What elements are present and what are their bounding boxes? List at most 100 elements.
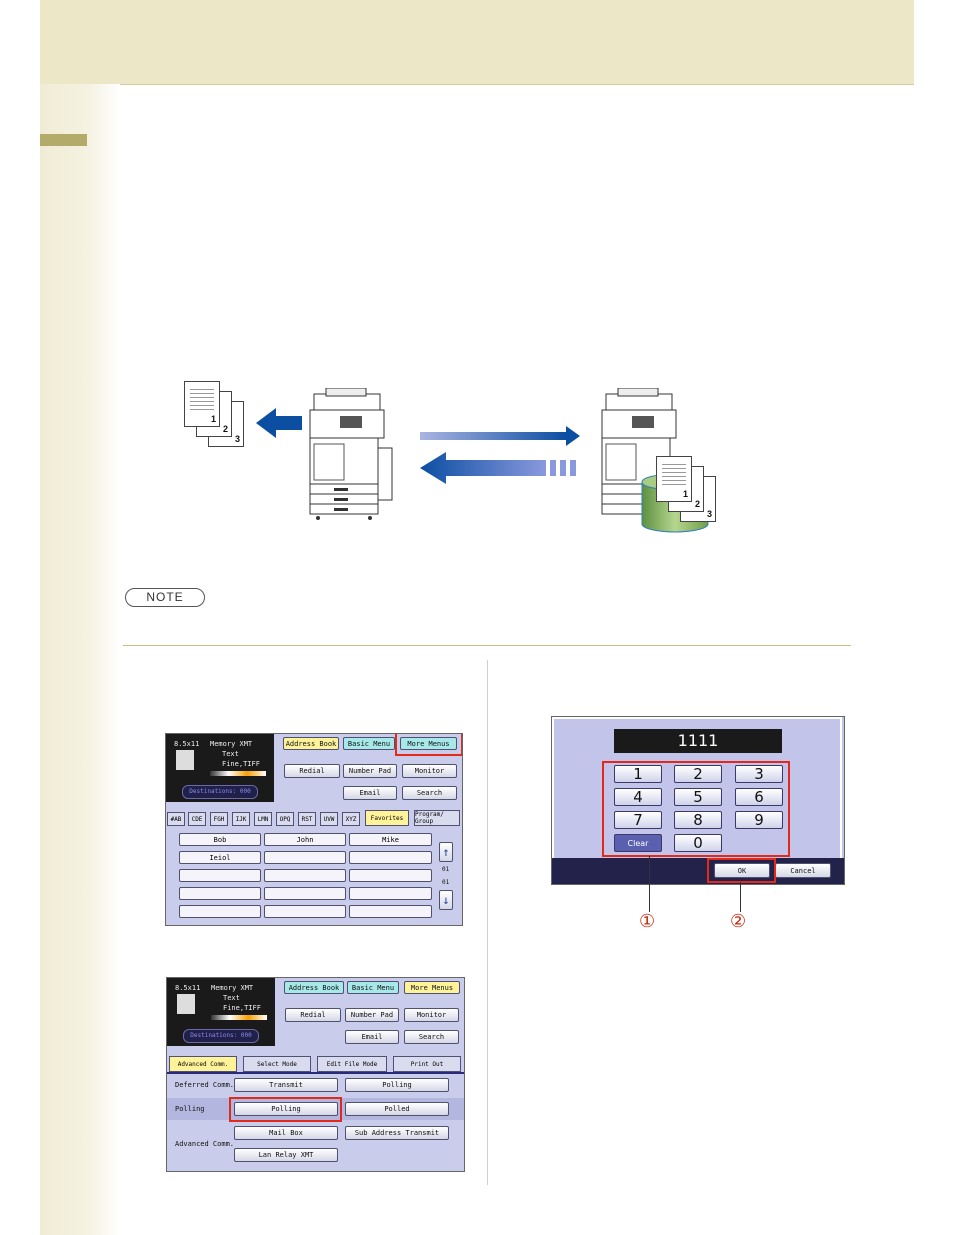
search-button[interactable]: Search — [402, 786, 457, 800]
tab-cde[interactable]: CDE — [188, 812, 206, 826]
local-machine — [309, 388, 393, 520]
polling-password-screen: 1111 1 2 3 4 5 6 7 8 9 Clear 0 OK Cancel — [551, 716, 845, 885]
callout-line-1 — [649, 856, 650, 912]
key-6[interactable]: 6 — [735, 788, 783, 806]
cancel-button[interactable]: Cancel — [775, 863, 831, 878]
note-label: NOTE — [125, 588, 205, 607]
contrast-slider[interactable] — [210, 771, 266, 776]
basic-menu-button[interactable]: Basic Menu — [343, 737, 395, 750]
address-cell-empty[interactable] — [264, 851, 346, 864]
ok-button[interactable]: OK — [714, 863, 770, 878]
callout-1: ① — [639, 911, 656, 932]
more-menus-button[interactable]: More Menus — [404, 981, 460, 994]
more-menus-button[interactable]: More Menus — [400, 737, 457, 750]
tab-xyz[interactable]: XYZ — [342, 812, 360, 826]
password-display: 1111 — [614, 729, 782, 753]
monitor-button[interactable]: Monitor — [402, 764, 457, 778]
address-cell-empty[interactable] — [264, 905, 346, 918]
scroll-up-icon[interactable]: ↑ — [439, 842, 453, 862]
document-sheet: 1 — [184, 381, 220, 427]
redial-button[interactable]: Redial — [284, 764, 340, 778]
number-pad-button[interactable]: Number Pad — [343, 764, 397, 778]
address-cell-empty[interactable] — [349, 851, 432, 864]
deferred-polling-button[interactable]: Polling — [345, 1078, 449, 1092]
transmit-button[interactable]: Transmit — [234, 1078, 338, 1092]
tab-fgh[interactable]: FGH — [210, 812, 228, 826]
tab-program-group[interactable]: Program/ Group — [414, 810, 460, 826]
address-cell-empty[interactable] — [264, 869, 346, 882]
status-area: 8.5x11 Memory XMT Text Fine,TIFF Destina… — [166, 734, 274, 802]
received-documents: 3 2 1 — [184, 381, 248, 449]
clear-button[interactable]: Clear — [614, 834, 662, 852]
page-number: 3 — [234, 434, 240, 444]
page-number: 2 — [694, 499, 700, 509]
key-1[interactable]: 1 — [614, 765, 662, 783]
mail-box-button[interactable]: Mail Box — [234, 1126, 338, 1140]
address-cell-empty[interactable] — [179, 869, 261, 882]
key-9[interactable]: 9 — [735, 811, 783, 829]
address-cell-empty[interactable] — [264, 887, 346, 900]
tab-favorites[interactable]: Favorites — [365, 810, 409, 826]
tab-edit-file-mode[interactable]: Edit File Mode — [317, 1056, 387, 1072]
row-label-deferred: Deferred Comm. — [175, 1081, 235, 1089]
address-cell-john[interactable]: John — [264, 833, 346, 846]
tab-ijk[interactable]: IJK — [232, 812, 250, 826]
key-7[interactable]: 7 — [614, 811, 662, 829]
tab-opq[interactable]: OPQ — [276, 812, 294, 826]
sub-address-transmit-button[interactable]: Sub Address Transmit — [345, 1126, 449, 1140]
scroll-down-icon[interactable]: ↓ — [439, 890, 453, 910]
address-cell-mike[interactable]: Mike — [349, 833, 432, 846]
key-8[interactable]: 8 — [674, 811, 722, 829]
memory-mode: Memory XMT — [210, 740, 253, 748]
polling-button[interactable]: Polling — [234, 1102, 338, 1116]
address-cell-empty[interactable] — [349, 905, 432, 918]
destinations-counter: Destinations: 000 — [183, 1029, 259, 1043]
tab-select-mode[interactable]: Select Mode — [243, 1056, 311, 1072]
left-strip — [40, 84, 120, 1235]
address-book-button[interactable]: Address Book — [283, 737, 339, 750]
address-book-screen: 8.5x11 Memory XMT Text Fine,TIFF Destina… — [165, 733, 463, 926]
tab-print-out[interactable]: Print Out — [393, 1056, 461, 1072]
key-5[interactable]: 5 — [674, 788, 722, 806]
tab-lmn[interactable]: LMN — [254, 812, 272, 826]
address-book-button[interactable]: Address Book — [284, 981, 344, 994]
key-4[interactable]: 4 — [614, 788, 662, 806]
polled-button[interactable]: Polled — [345, 1102, 449, 1116]
email-button[interactable]: Email — [343, 786, 397, 800]
monitor-button[interactable]: Monitor — [404, 1008, 459, 1022]
resolution: Fine,TIFF — [222, 760, 260, 768]
document-icon — [177, 994, 195, 1014]
page-number: 1 — [682, 489, 688, 499]
callout-line-2 — [740, 882, 741, 912]
paper-size: 8.5x11 — [175, 984, 201, 992]
tab-uvw[interactable]: UVW — [320, 812, 338, 826]
tab-rst[interactable]: RST — [298, 812, 316, 826]
lan-relay-xmt-button[interactable]: Lan Relay XMT — [234, 1148, 338, 1162]
address-cell-ieiol[interactable]: Ieiol — [179, 851, 261, 864]
basic-menu-button[interactable]: Basic Menu — [347, 981, 399, 994]
address-cell-empty[interactable] — [349, 887, 432, 900]
address-cell-empty[interactable] — [179, 887, 261, 900]
address-cell-empty[interactable] — [179, 905, 261, 918]
row-label-advanced: Advanced Comm. — [175, 1140, 235, 1148]
key-0[interactable]: 0 — [674, 834, 722, 852]
keypad-highlight — [602, 761, 790, 857]
search-button[interactable]: Search — [404, 1030, 459, 1044]
tab-ab[interactable]: #AB — [167, 812, 185, 826]
resolution: Fine,TIFF — [223, 1004, 261, 1012]
page-number: 3 — [706, 509, 712, 519]
address-cell-empty[interactable] — [349, 869, 432, 882]
contrast-slider[interactable] — [211, 1015, 267, 1020]
status-area: 8.5x11 Memory XMT Text Fine,TIFF Destina… — [167, 978, 275, 1046]
advanced-comm-screen: 8.5x11 Memory XMT Text Fine,TIFF Destina… — [166, 977, 465, 1172]
key-2[interactable]: 2 — [674, 765, 722, 783]
polling-request-arrow — [420, 426, 580, 446]
key-3[interactable]: 3 — [735, 765, 783, 783]
email-button[interactable]: Email — [345, 1030, 399, 1044]
tab-advanced-comm[interactable]: Advanced Comm. — [169, 1056, 237, 1072]
remote-machine — [601, 388, 677, 515]
number-pad-button[interactable]: Number Pad — [345, 1008, 399, 1022]
original-mode: Text — [222, 750, 239, 758]
redial-button[interactable]: Redial — [285, 1008, 341, 1022]
address-cell-bob[interactable]: Bob — [179, 833, 261, 846]
